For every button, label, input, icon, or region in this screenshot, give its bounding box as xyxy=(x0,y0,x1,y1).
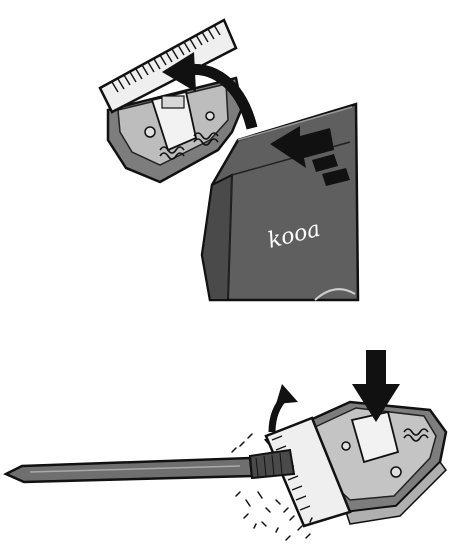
panel-clean-blade xyxy=(6,350,446,540)
panel-detach-blade: kooa xyxy=(100,20,358,300)
blade-head xyxy=(100,20,242,182)
cleaning-brush xyxy=(6,450,294,482)
